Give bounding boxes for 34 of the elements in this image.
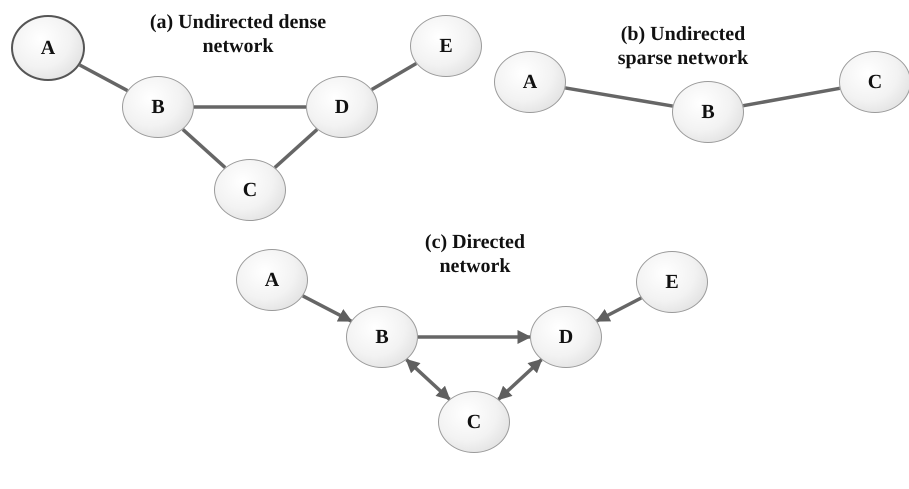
- panel-title: (b) Undirected sparse network: [616, 22, 750, 70]
- node-ellipse: [346, 306, 418, 368]
- node-label: E: [439, 34, 453, 58]
- arrow: [302, 294, 352, 323]
- panel-title: (a) Undirected dense network: [148, 10, 328, 58]
- node-ellipse: [530, 306, 602, 368]
- connector-line: [565, 86, 673, 108]
- node-label: A: [264, 268, 280, 292]
- node-label: D: [334, 96, 350, 118]
- node-label: C: [466, 410, 482, 434]
- node-ellipse: [122, 76, 194, 138]
- node-label: D: [558, 326, 574, 348]
- connector-line: [78, 63, 128, 92]
- arrow: [497, 358, 543, 401]
- node-label: C: [242, 178, 258, 202]
- node-label: E: [665, 270, 679, 294]
- node-label: B: [151, 96, 165, 118]
- arrow: [596, 296, 642, 323]
- node-label: A: [522, 70, 538, 94]
- node-label: B: [701, 100, 715, 124]
- arrow: [418, 330, 532, 344]
- connector-line: [194, 105, 306, 109]
- node-label: C: [868, 70, 882, 94]
- node-ellipse: [438, 391, 510, 453]
- node-label: B: [375, 326, 389, 348]
- node-ellipse: [214, 159, 286, 221]
- connector-line: [742, 86, 840, 108]
- panel-title: (c) Directed network: [424, 230, 526, 278]
- connector-line: [274, 128, 318, 169]
- connector-line: [182, 128, 226, 169]
- node-ellipse: [306, 76, 378, 138]
- connector-line: [370, 62, 418, 92]
- node-label: A: [40, 36, 56, 60]
- arrow: [405, 358, 451, 401]
